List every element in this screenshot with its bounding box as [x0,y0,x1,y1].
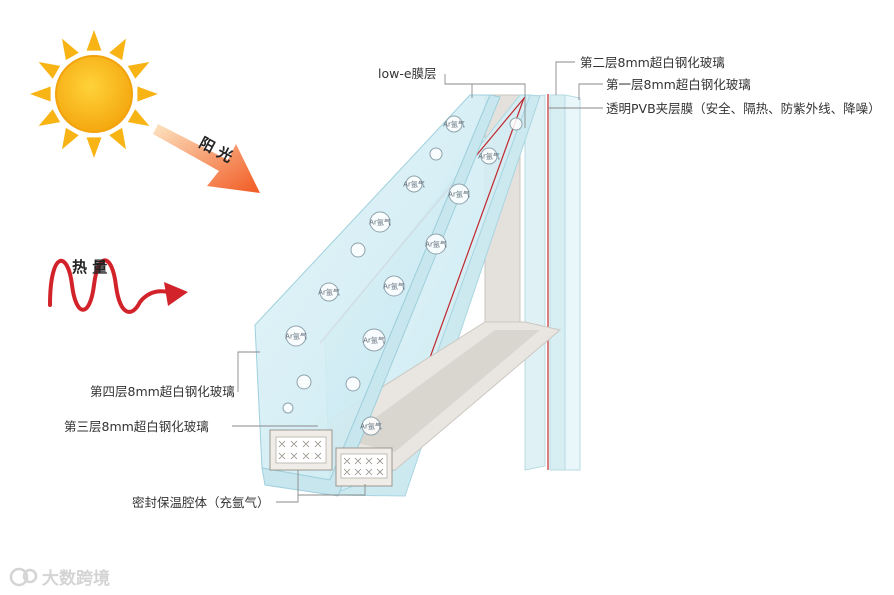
sun-ray [62,38,79,61]
argon-bubble [445,115,463,133]
spacer-front-1 [269,429,333,471]
argon-bubble-label: Ar氩气 [363,336,385,345]
cavity-label: 密封保温腔体（充氩气） [132,495,270,510]
argon-bubble-label: Ar氩气 [285,332,307,341]
argon-bubble [296,374,312,390]
argon-bubble-label: Ar氩气 [443,120,465,129]
argon-bubble [285,325,307,347]
sun-ray [62,127,79,150]
argon-bubble [405,175,423,193]
argon-bubble-label: Ar氩气 [403,180,425,189]
leader-lines [232,61,603,503]
sun-ray [127,62,150,79]
watermark: 大数跨境 [9,567,110,589]
sun-ray [38,109,61,126]
sun-ray [86,137,102,158]
spacer-front-2 [335,447,393,487]
argon-bubble [345,376,361,392]
argon-bubble [319,282,339,302]
glass-4-label: 第四层8mm超白钢化玻璃 [90,384,235,399]
argon-bubble-label: Ar氩气 [425,240,447,249]
argon-bubble-label: Ar氩气 [360,422,382,431]
argon-bubble [480,147,498,165]
argon-bubble [425,233,447,255]
sun-ray [86,30,102,51]
sunlight-arrow-icon [153,124,260,193]
low-e-label: low-e膜层 [378,66,437,81]
argon-bubble [282,402,294,414]
argon-bubble [361,416,381,436]
sun-ray [38,62,61,79]
glass-3-label: 第三层8mm超白钢化玻璃 [64,419,209,434]
glass-2-label: 第二层8mm超白钢化玻璃 [580,55,725,70]
sun-ray [30,86,51,102]
argon-bubble-label: Ar氩气 [478,152,500,161]
sun-ray [137,86,158,102]
argon-bubble [362,328,386,352]
sun-icon [30,30,158,158]
pvb-label: 透明PVB夹层膜（安全、隔热、防紫外线、降噪） [606,101,881,116]
heat-arrow-icon [164,282,188,306]
argon-bubble [350,242,366,258]
heat-wave-icon [48,258,170,314]
window-assembly [254,94,581,497]
argon-bubble [383,275,405,297]
argon-bubble [509,117,523,131]
argon-bubble [369,211,391,233]
watermark-text: 大数跨境 [42,568,110,589]
argon-bubble-label: Ar氩气 [318,288,340,297]
argon-bubble [448,183,470,205]
argon-bubble-label: Ar氩气 [369,218,391,227]
sun-ray [127,109,150,126]
argon-bubble-label: Ar氩气 [448,190,470,199]
watermark-logo-icon [9,567,29,587]
sun-ray [109,127,126,150]
heat-label: 热 量 [72,258,107,276]
argon-bubbles: Ar氩气 Ar氩气 Ar氩气 Ar氩气 Ar氩气 Ar氩气 Ar氩气 Ar氩气 Ar氩气 Ar氩气… [282,115,523,436]
sun-ray [109,38,126,61]
argon-bubble [429,147,443,161]
argon-bubble-label: Ar氩气 [383,282,405,291]
glass-1-label: 第一层8mm超白钢化玻璃 [606,77,751,92]
